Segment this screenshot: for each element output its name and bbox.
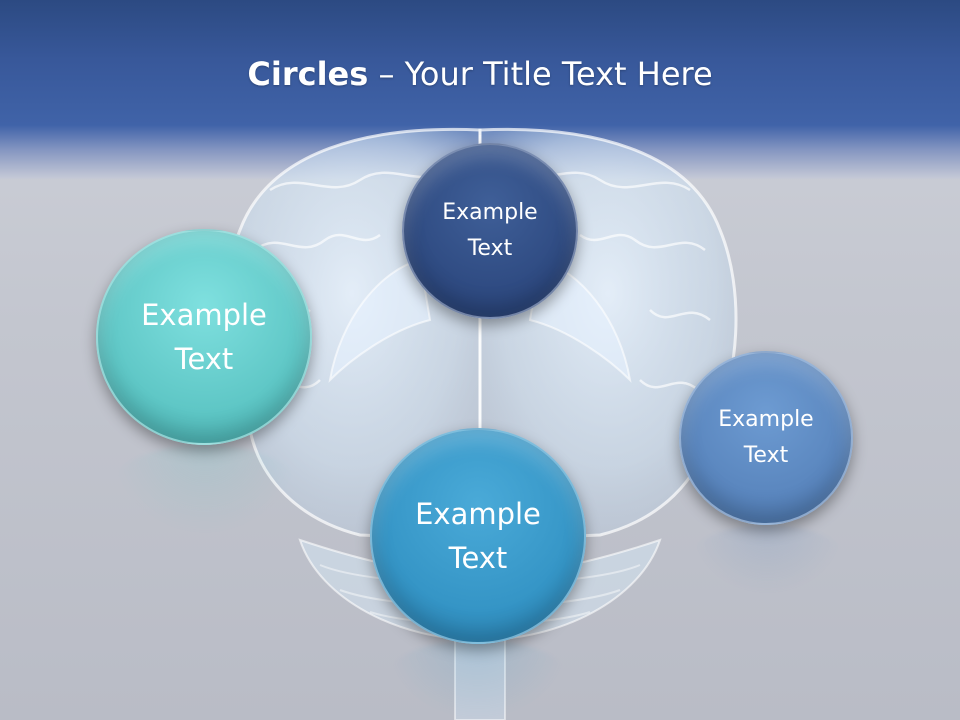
circle-left-label: Example Text	[141, 298, 267, 376]
circle-bottom[interactable]: Example Text	[370, 428, 586, 644]
circle-left[interactable]: Example Text	[96, 229, 312, 445]
slide-title: Circles – Your Title Text Here	[0, 52, 960, 96]
bottom-circle-reflection	[385, 640, 570, 720]
circle-top-label: Example Text	[442, 200, 538, 261]
slide-title-bold: Circles	[247, 55, 369, 93]
circle-bottom-label: Example Text	[415, 497, 541, 575]
right-circle-reflection	[690, 525, 845, 595]
circle-right-label: Example Text	[718, 407, 814, 468]
circle-right[interactable]: Example Text	[679, 351, 853, 525]
left-circle-reflection	[110, 445, 300, 535]
slide-title-rest: – Your Title Text Here	[368, 55, 713, 93]
circle-top[interactable]: Example Text	[402, 143, 578, 319]
